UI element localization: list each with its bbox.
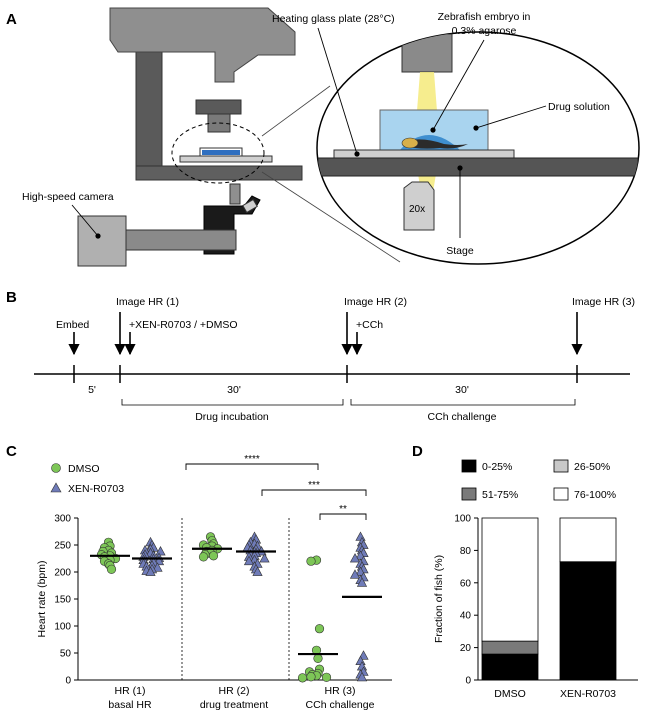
interval-5-label: 5' (88, 384, 96, 396)
interval-30b-label: 30' (455, 384, 469, 396)
dmso-point (208, 551, 219, 561)
group-label-2-line2: drug treatment (200, 699, 268, 711)
y-tick-label: 200 (54, 568, 71, 579)
y-tick-label: 100 (54, 622, 71, 633)
legend-swatch (553, 459, 569, 473)
xen-point (355, 531, 366, 541)
zoom-inset: 20x (316, 31, 640, 265)
y-tick-label: 50 (60, 649, 72, 660)
image-hr2-label: Image HR (2) (344, 296, 407, 308)
embryo-label-line1: Zebrafish embryo in (438, 11, 531, 23)
dmso-point (306, 672, 316, 682)
bar-segment (559, 517, 617, 563)
xen-point (259, 553, 270, 563)
xen-point (349, 569, 361, 579)
y-axis-label: Fraction of fish (%) (433, 555, 445, 643)
xen-point (243, 555, 255, 566)
sig-bracket-2: *** (308, 480, 320, 491)
legend-label: 26-50% (574, 461, 610, 473)
embed-label: Embed (56, 319, 89, 331)
legend-label: 0-25% (482, 461, 512, 473)
y-tick-label: 0 (465, 676, 471, 687)
sig-bracket-1: **** (244, 454, 260, 465)
category-label: XEN-R0703 (560, 688, 616, 700)
y-tick-label: 0 (65, 676, 71, 687)
group-label-3-line2: CCh challenge (306, 699, 375, 711)
group-label-1-line1: HR (1) (115, 685, 146, 697)
legend-swatch (553, 487, 569, 501)
bar-segment (481, 653, 539, 681)
panel-c-label: C (6, 443, 17, 460)
dmso-point (306, 556, 316, 566)
legend-label: 76-100% (574, 489, 616, 501)
stacked-legend: 0-25% 26-50% 51-75% 76-100% (461, 459, 616, 501)
drug-solution-label: Drug solution (548, 101, 610, 113)
y-tick-label: 100 (454, 514, 471, 525)
xen-point (356, 577, 368, 587)
panel-c: C DMSO XEN-R0703 **** *** ** 0 50 100 150 20… (6, 443, 392, 711)
y-tick-label: 80 (460, 546, 472, 557)
camera-label: High-speed camera (22, 191, 114, 203)
dmso-point (106, 564, 117, 574)
xen-point (145, 566, 156, 576)
dmso-point (321, 672, 332, 682)
group-label-3-line1: HR (3) (325, 685, 356, 697)
legend-xen-label: XEN-R0703 (68, 483, 124, 495)
y-tick-label: 40 (460, 611, 472, 622)
panel-d-label: D (412, 443, 423, 460)
cch-challenge-label: CCh challenge (428, 411, 497, 423)
group-label-2-line1: HR (2) (219, 685, 250, 697)
cch-add-label: +CCh (356, 319, 383, 331)
legend-dmso-label: DMSO (68, 463, 100, 475)
dmso-point (314, 624, 325, 634)
image-hr3-label: Image HR (3) (572, 296, 635, 308)
y-tick-label: 250 (54, 541, 71, 552)
xen-point (356, 671, 368, 682)
y-tick-label: 300 (54, 514, 71, 525)
xen-point (155, 546, 166, 556)
stage-label: Stage (446, 245, 474, 257)
bar-segment (481, 517, 539, 642)
image-hr1-label: Image HR (1) (116, 296, 179, 308)
legend-swatch (461, 487, 477, 501)
panel-b: B Image HR (1) Image HR (2) Image HR (3)… (6, 289, 635, 423)
legend-dmso-marker (51, 463, 61, 473)
zoom-region (171, 122, 265, 184)
heating-plate-label: Heating glass plate (28°C) (272, 13, 395, 25)
bar-segment (481, 640, 539, 655)
drug-incubation-label: Drug incubation (195, 411, 269, 423)
y-tick-label: 60 (460, 578, 472, 589)
legend-label: 51-75% (482, 489, 518, 501)
drug-add-label: +XEN-R0703 / +DMSO (129, 319, 238, 331)
embryo-label-line2: 0.3% agarose (452, 25, 517, 37)
dmso-point (313, 653, 323, 664)
legend-swatch (461, 459, 477, 473)
sig-bracket-3: ** (339, 504, 347, 515)
y-axis-label: Heart rate (bpm) (36, 560, 48, 637)
y-tick-label: 150 (54, 595, 71, 606)
dmso-point (297, 673, 308, 683)
panel-d: D 0-25% 26-50% 51-75% 76-100% 0 20 40 60 80 100F… (412, 443, 638, 700)
objective-label: 20x (409, 204, 425, 215)
panel-b-label: B (6, 289, 17, 306)
category-label: DMSO (494, 688, 526, 700)
group-label-1-line2: basal HR (108, 699, 152, 711)
panel-a-label: A (6, 11, 17, 28)
microscope (77, 7, 303, 267)
panel-a: A (6, 7, 640, 267)
legend-xen-marker (50, 482, 62, 493)
bar-segment (559, 561, 617, 681)
xen-point (152, 562, 163, 572)
interval-30a-label: 30' (227, 384, 241, 396)
xen-point (349, 553, 361, 563)
xen-point (252, 566, 263, 576)
y-tick-label: 20 (460, 643, 472, 654)
dmso-point (198, 552, 209, 562)
